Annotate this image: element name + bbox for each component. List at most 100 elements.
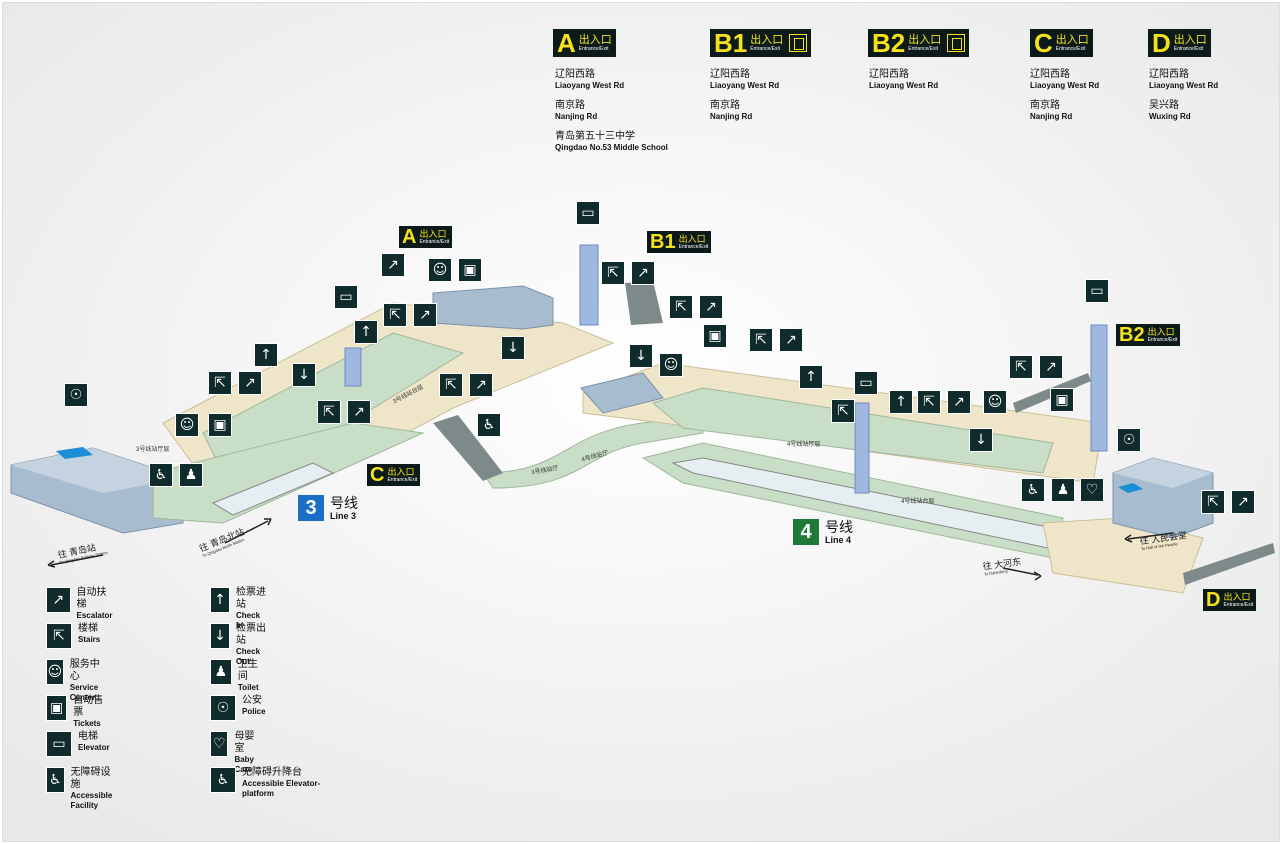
arrow-to-hall-of-people [1127,532,1174,540]
check-out-icon: ↓ [210,623,230,649]
building-right-roof [1113,458,1213,488]
line4-elevator-shaft [854,402,870,494]
stairs-icon: ⇱ [317,400,341,424]
accessible-icon: ♿ [46,767,65,793]
building-right-vent [1118,483,1143,493]
escalator-icon: ↗ [631,261,655,285]
stairs-icon: ⇱ [46,623,72,649]
arrow-to-qingdao-north [224,520,269,544]
line3-number: 3 [298,495,324,521]
elevator-icon: ▭ [576,201,600,225]
escalator-icon: ↗ [1231,490,1255,514]
elevator-icon [947,34,966,52]
escalator-icon: ↗ [699,295,723,319]
label-line4-platform-floor: 4号线站台层 [901,499,935,505]
stairs-icon: ⇱ [383,303,407,327]
stairs-icon: ⇱ [601,261,625,285]
toilet-icon: ♟ [179,463,203,487]
check-in-icon: ↑ [254,343,278,367]
elevator-icon: ▭ [334,285,358,309]
service-center-icon: ☺ [175,413,199,437]
check-out-icon: ↓ [969,428,993,452]
baby-care-icon: ♡ [210,731,229,757]
building-a [432,285,554,330]
escalator-icon: ↗ [381,253,405,277]
service-center-icon: ☺ [659,353,683,377]
tickets-icon: ▣ [1050,388,1074,412]
stairs-icon: ⇱ [1201,490,1225,514]
line4-hall-paid-area [651,387,1054,474]
transfer-escalator [433,415,503,481]
building-left-roof [11,448,183,493]
line3-train [211,462,335,516]
escalator-icon: ↗ [238,371,262,395]
escalator-icon: ↗ [779,328,803,352]
check-out-icon: ↓ [292,363,316,387]
check-in-icon: ↑ [889,390,913,414]
stairs-icon: ⇱ [831,399,855,423]
line4-number: 4 [793,519,819,545]
elevator-icon [789,34,808,52]
police-icon: ☉ [210,695,236,721]
stairs-icon: ⇱ [1009,355,1033,379]
line4-badge: 4 号线 Line 4 [793,519,853,545]
escalator-icon: ↗ [469,373,493,397]
escalator-icon: ↗ [947,390,971,414]
escalator-icon: ↗ [347,400,371,424]
accessible-icon: ♿ [1021,478,1045,502]
stairs-icon: ⇱ [917,390,941,414]
check-in-icon: ↑ [354,320,378,344]
stairs-icon: ⇱ [749,328,773,352]
service-center-icon: ☺ [983,390,1007,414]
accessible-icon: ♿ [149,463,173,487]
escalator-icon: ↗ [1039,355,1063,379]
line3-badge: 3 号线 Line 3 [298,495,358,521]
service-center-icon: ☺ [428,258,452,282]
tickets-icon: ▣ [46,695,68,721]
check-out-icon: ↓ [501,336,525,360]
toilet-icon: ♟ [1051,478,1075,502]
stairs-icon: ⇱ [669,295,693,319]
escalator-icon: ↗ [413,303,437,327]
check-in-icon: ↑ [799,365,823,389]
building-left-vent [56,447,93,459]
tickets-icon: ▣ [208,413,232,437]
line4-building-mid [580,372,664,414]
tickets-icon: ▣ [703,324,727,348]
police-icon: ☉ [1117,428,1141,452]
baby-care-icon: ♡ [1080,478,1104,502]
tickets-icon: ▣ [458,258,482,282]
b2-elevator-tower [1090,324,1108,452]
stairs-icon: ⇱ [439,373,463,397]
check-out-icon: ↓ [629,344,653,368]
check-in-icon: ↑ [210,587,230,613]
arrow-to-dahedong [1002,567,1039,576]
d-stairs [1183,543,1275,585]
escalator-icon: ↗ [46,587,71,613]
